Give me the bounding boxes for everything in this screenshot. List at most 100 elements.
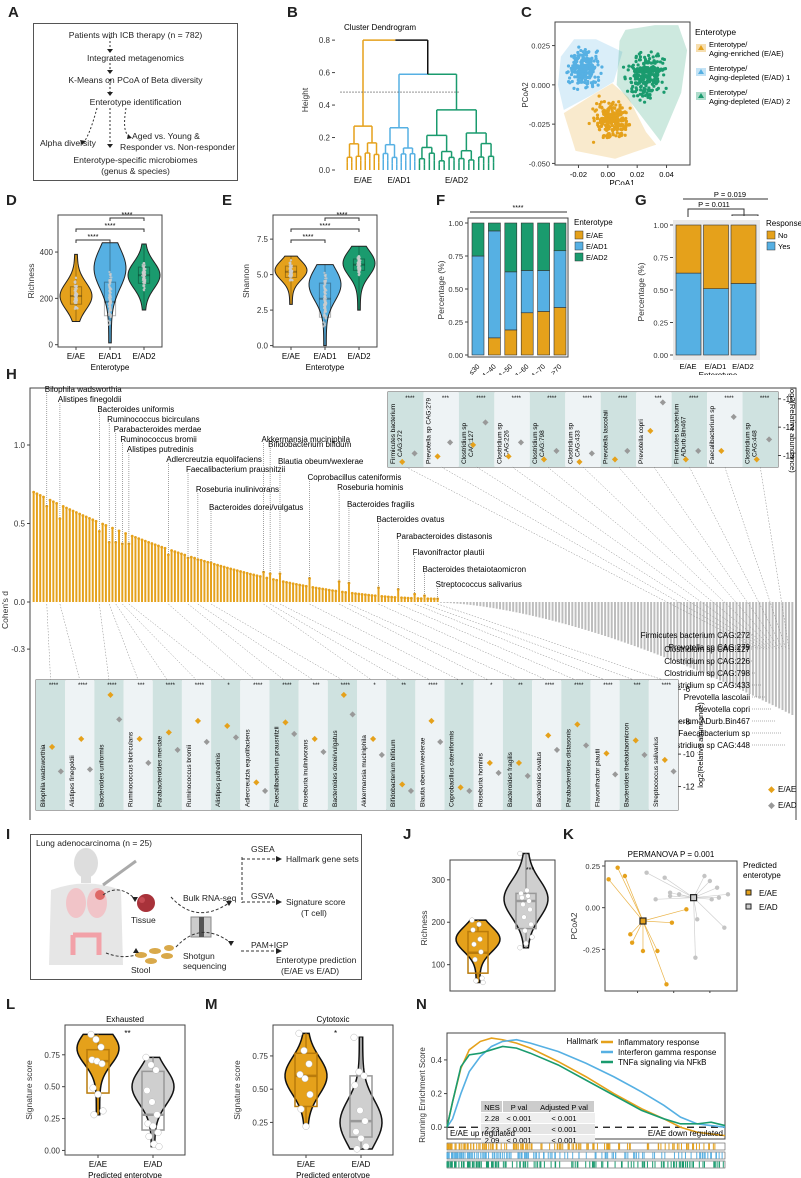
species-label: CAG:226 bbox=[503, 430, 510, 457]
significance-label: **** bbox=[122, 212, 133, 219]
sample-point bbox=[480, 979, 486, 986]
effect-point bbox=[308, 577, 311, 580]
tcell-label: (T cell) bbox=[301, 908, 327, 918]
effect-point bbox=[229, 567, 233, 571]
effect-point bbox=[180, 552, 183, 556]
jitter-point bbox=[108, 289, 111, 292]
sample-point bbox=[652, 66, 657, 70]
connector-line bbox=[582, 466, 774, 650]
sample-point bbox=[591, 85, 595, 89]
significance-label: **** bbox=[689, 396, 699, 402]
species-label: Flavonifractor plautii bbox=[594, 749, 601, 807]
sample-point bbox=[714, 885, 720, 890]
jitter-point bbox=[323, 292, 326, 295]
inset-stripe bbox=[671, 392, 708, 467]
inset-stripe bbox=[65, 680, 95, 810]
sample-point bbox=[602, 108, 606, 112]
panel-label-c: C bbox=[521, 4, 532, 21]
sample-point bbox=[302, 1122, 310, 1130]
effect-point bbox=[209, 561, 213, 565]
sample-point bbox=[584, 65, 588, 69]
species-label: Blautia obeum/wexlerae bbox=[419, 737, 426, 807]
effect-point bbox=[137, 537, 141, 541]
x-tick-label: 0.04 bbox=[659, 170, 674, 179]
jitter-point bbox=[323, 306, 326, 309]
sample-point bbox=[570, 70, 574, 74]
effect-point bbox=[334, 589, 338, 593]
effect-point bbox=[45, 504, 49, 508]
sample-point bbox=[664, 86, 668, 90]
sample-point bbox=[529, 934, 535, 940]
y-tick-label: -0.025 bbox=[529, 120, 550, 129]
signature-label: Signature score bbox=[286, 897, 346, 907]
significance-label: **** bbox=[105, 223, 116, 230]
inset-stripe bbox=[494, 392, 530, 467]
sample-point bbox=[155, 1143, 163, 1151]
y-tick-label: 0.4 bbox=[431, 1056, 443, 1065]
sample-point bbox=[636, 81, 641, 85]
plot-frame bbox=[449, 859, 556, 992]
y-tick-label: 0.00 bbox=[44, 1146, 60, 1155]
effect-point bbox=[419, 597, 423, 601]
sample-point bbox=[619, 110, 623, 115]
sample-point bbox=[596, 121, 600, 125]
jitter-point bbox=[357, 271, 361, 274]
jitter-point bbox=[323, 309, 327, 313]
species-label: Alistipes putredinis bbox=[127, 445, 194, 454]
jitter-point bbox=[289, 262, 292, 265]
x-tick-label: 0.02 bbox=[630, 170, 645, 179]
species-label: Akkermansia muciniphila bbox=[262, 435, 351, 444]
inset-stripe bbox=[561, 680, 591, 810]
significance-label: *** bbox=[313, 683, 321, 689]
effect-point bbox=[81, 514, 85, 517]
eae-marker: ◆ bbox=[505, 452, 512, 461]
species-label: Bacteroides uniformis bbox=[98, 744, 105, 807]
jitter-point bbox=[358, 255, 361, 258]
effect-point bbox=[38, 493, 42, 497]
jitter-point bbox=[143, 272, 146, 275]
stacked-bar-segment bbox=[730, 224, 757, 284]
species-label: Clostridium sp CAG:127 bbox=[664, 645, 750, 654]
jitter-point bbox=[74, 299, 77, 302]
panel-label-j: J bbox=[403, 826, 412, 843]
sample-point bbox=[147, 1061, 155, 1069]
panel-label-e: E bbox=[222, 192, 233, 209]
y-tick-label: 1.0 bbox=[14, 441, 26, 450]
significance-bracket bbox=[324, 217, 360, 221]
sample-point bbox=[626, 68, 630, 72]
species-label: CAG:448 bbox=[752, 430, 759, 457]
sample-point bbox=[644, 66, 648, 70]
effect-point bbox=[265, 576, 269, 580]
ead-marker: ◆ bbox=[379, 750, 386, 759]
tissue-icon bbox=[137, 894, 155, 912]
ead-marker: ◆ bbox=[320, 747, 327, 756]
jitter-point bbox=[325, 289, 328, 292]
sample-point bbox=[662, 875, 667, 880]
effect-point bbox=[173, 550, 177, 554]
centroid-spoke bbox=[642, 920, 672, 924]
effect-point bbox=[91, 518, 95, 522]
panel-label-g: G bbox=[635, 192, 647, 209]
connector-line bbox=[511, 466, 768, 650]
eae-marker: ◆ bbox=[49, 742, 56, 751]
table-header: P val bbox=[511, 1103, 528, 1112]
effect-point bbox=[65, 506, 68, 510]
connector-line bbox=[128, 603, 226, 681]
sample-point bbox=[638, 66, 642, 70]
effect-point bbox=[120, 542, 124, 546]
species-label: Alistipes finegoldii bbox=[69, 755, 76, 807]
sample-point bbox=[305, 1060, 313, 1068]
connector-line bbox=[269, 603, 401, 681]
inset-stripe bbox=[123, 680, 153, 810]
sample-point bbox=[662, 73, 666, 77]
inset-stripe bbox=[502, 680, 533, 810]
effect-point bbox=[357, 592, 361, 596]
effect-point bbox=[216, 563, 219, 567]
sample-point bbox=[633, 77, 638, 81]
stacked-bar-segment bbox=[703, 224, 729, 290]
table-header: NES bbox=[484, 1103, 499, 1112]
eae-marker: ◆ bbox=[137, 734, 144, 743]
sample-point bbox=[566, 79, 571, 84]
stacked-bar-segment bbox=[504, 271, 518, 331]
